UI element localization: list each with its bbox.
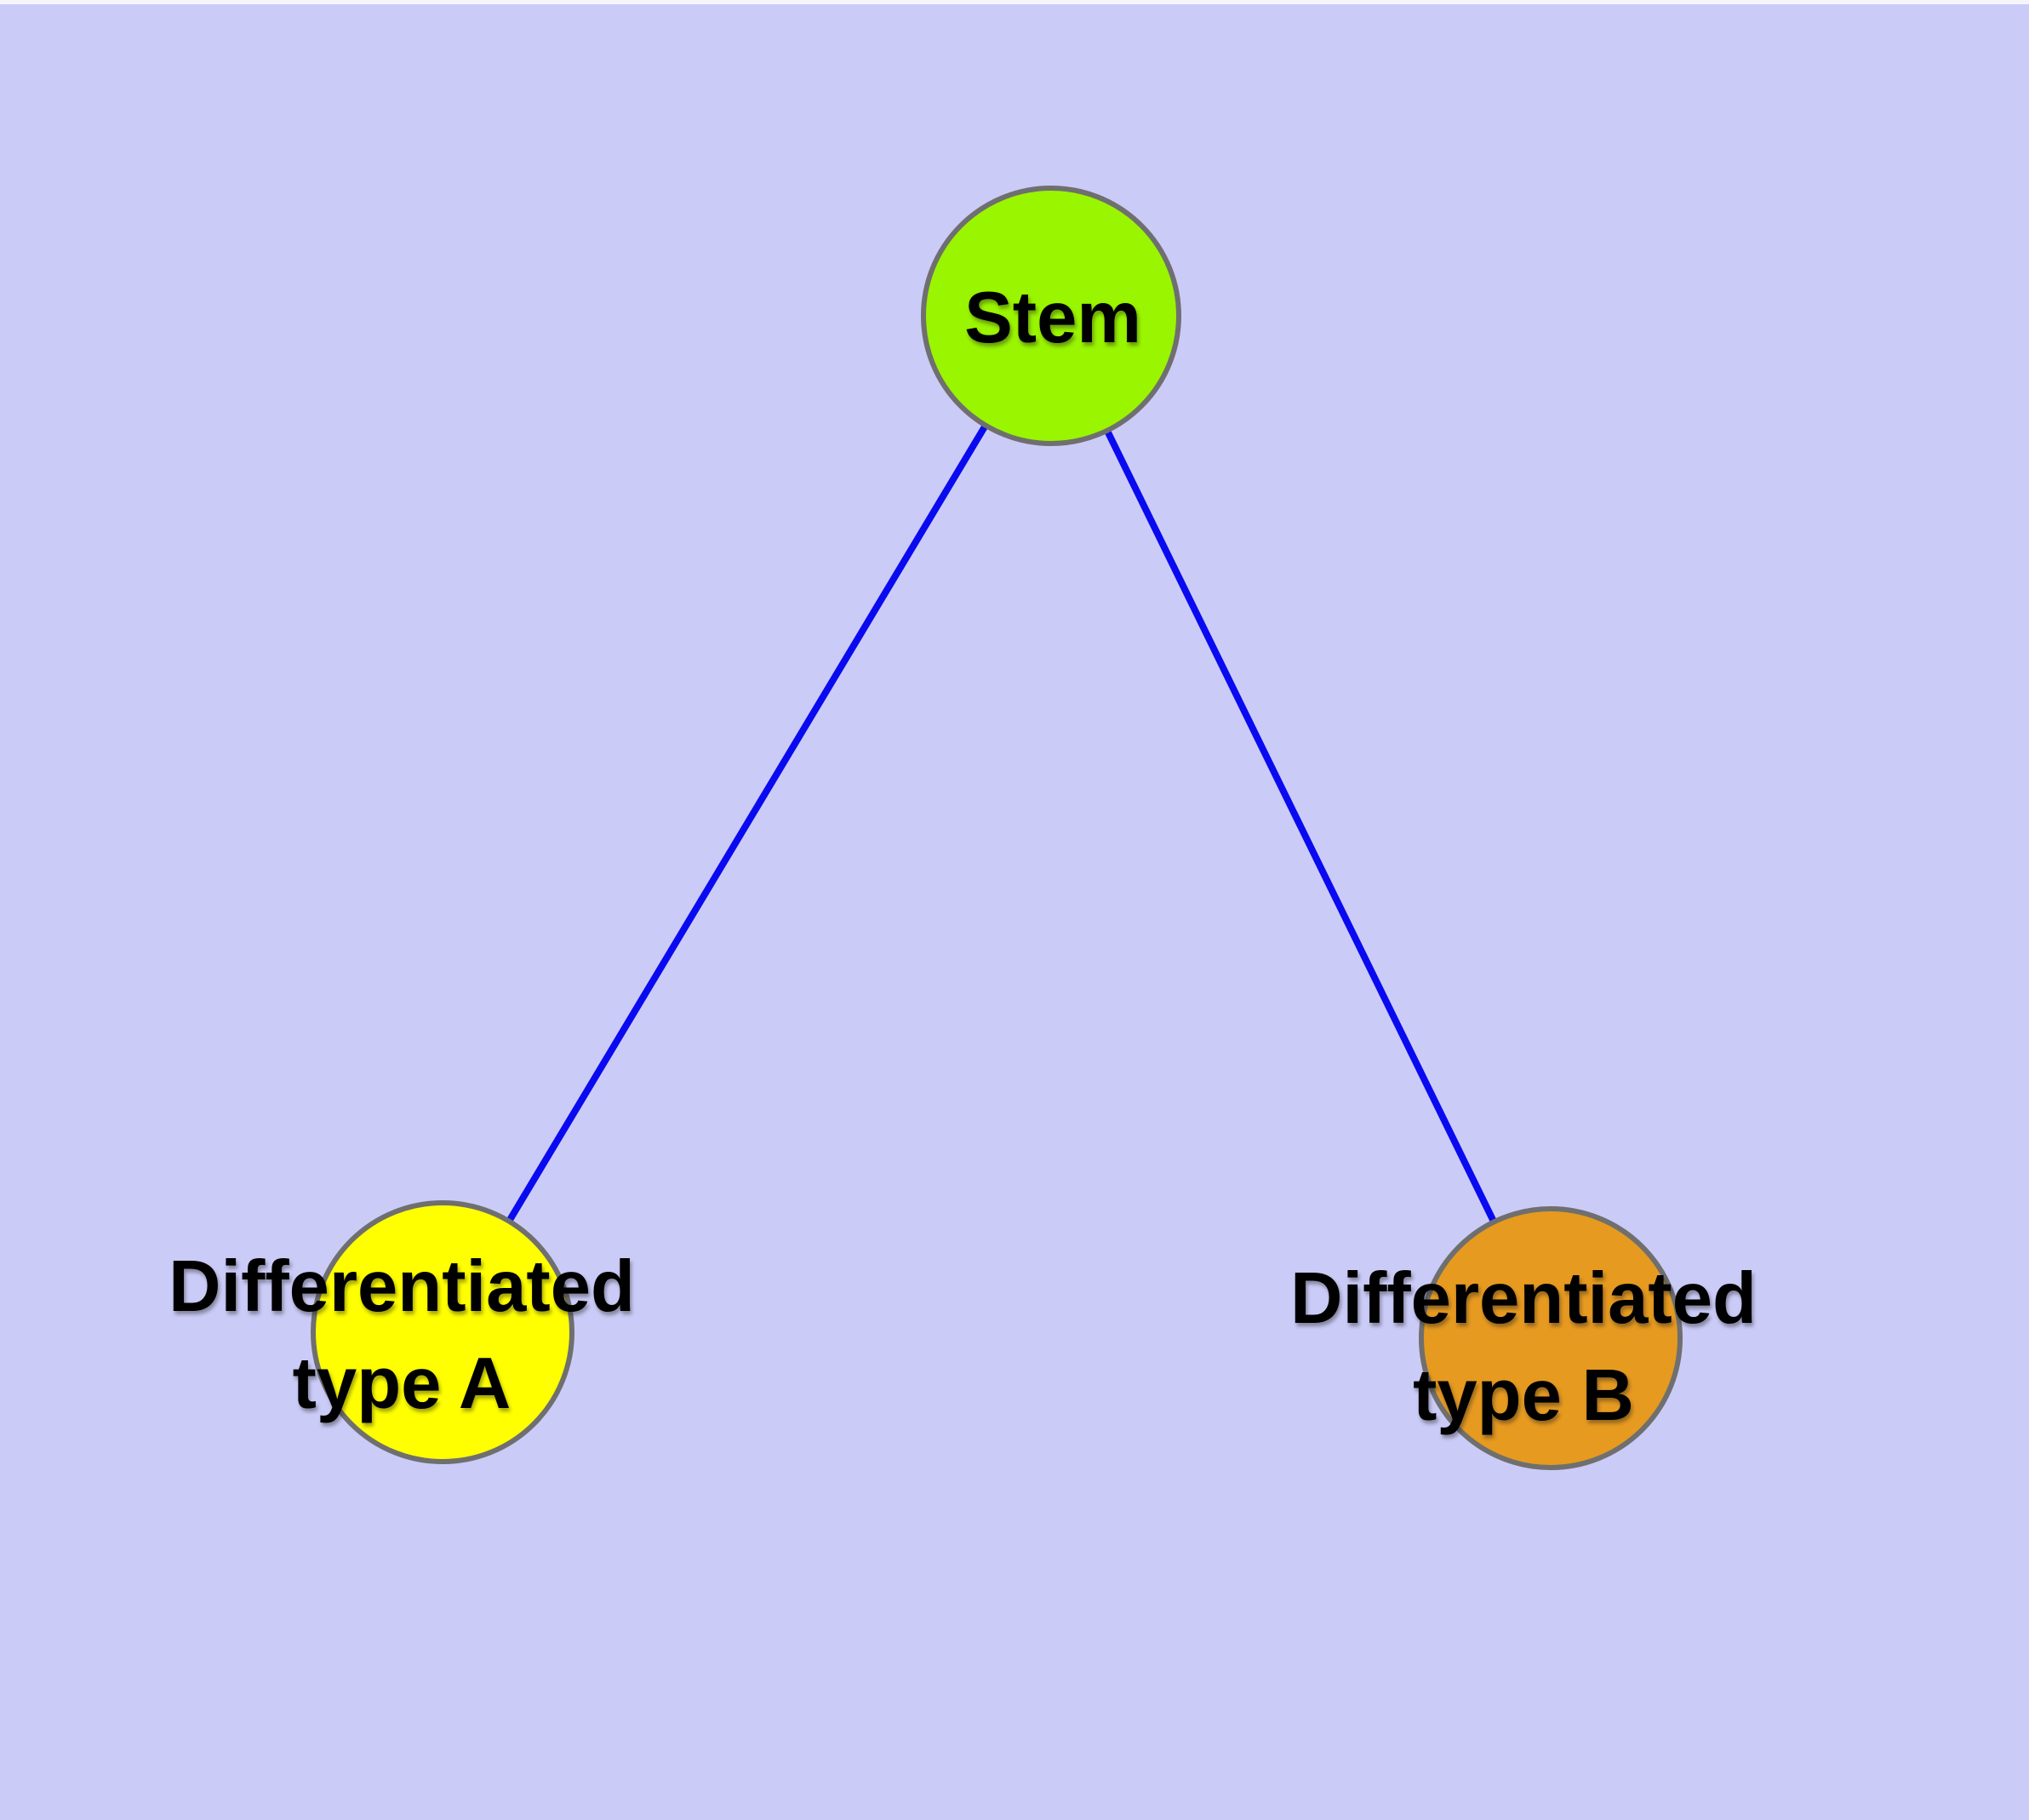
node-type-a-circle [311,1200,574,1464]
label-line: Differentiated [169,1246,635,1327]
label-line: Differentiated [1290,1258,1757,1339]
node-type-b-label: Differentiated type B [1290,1251,1757,1445]
edge-stem-to-type-a [439,313,1055,1335]
top-margin-strip [0,0,2029,4]
node-type-a-label: Differentiated type A [169,1239,635,1433]
node-type-b-circle [1419,1206,1683,1470]
label-line: type B [1413,1355,1634,1436]
label-line: type A [292,1343,512,1424]
node-stem-label: Stem [964,270,1141,367]
node-stem-circle [921,186,1181,446]
label-line: Stem [964,278,1141,358]
edge-stem-to-type-b [1048,314,1554,1340]
